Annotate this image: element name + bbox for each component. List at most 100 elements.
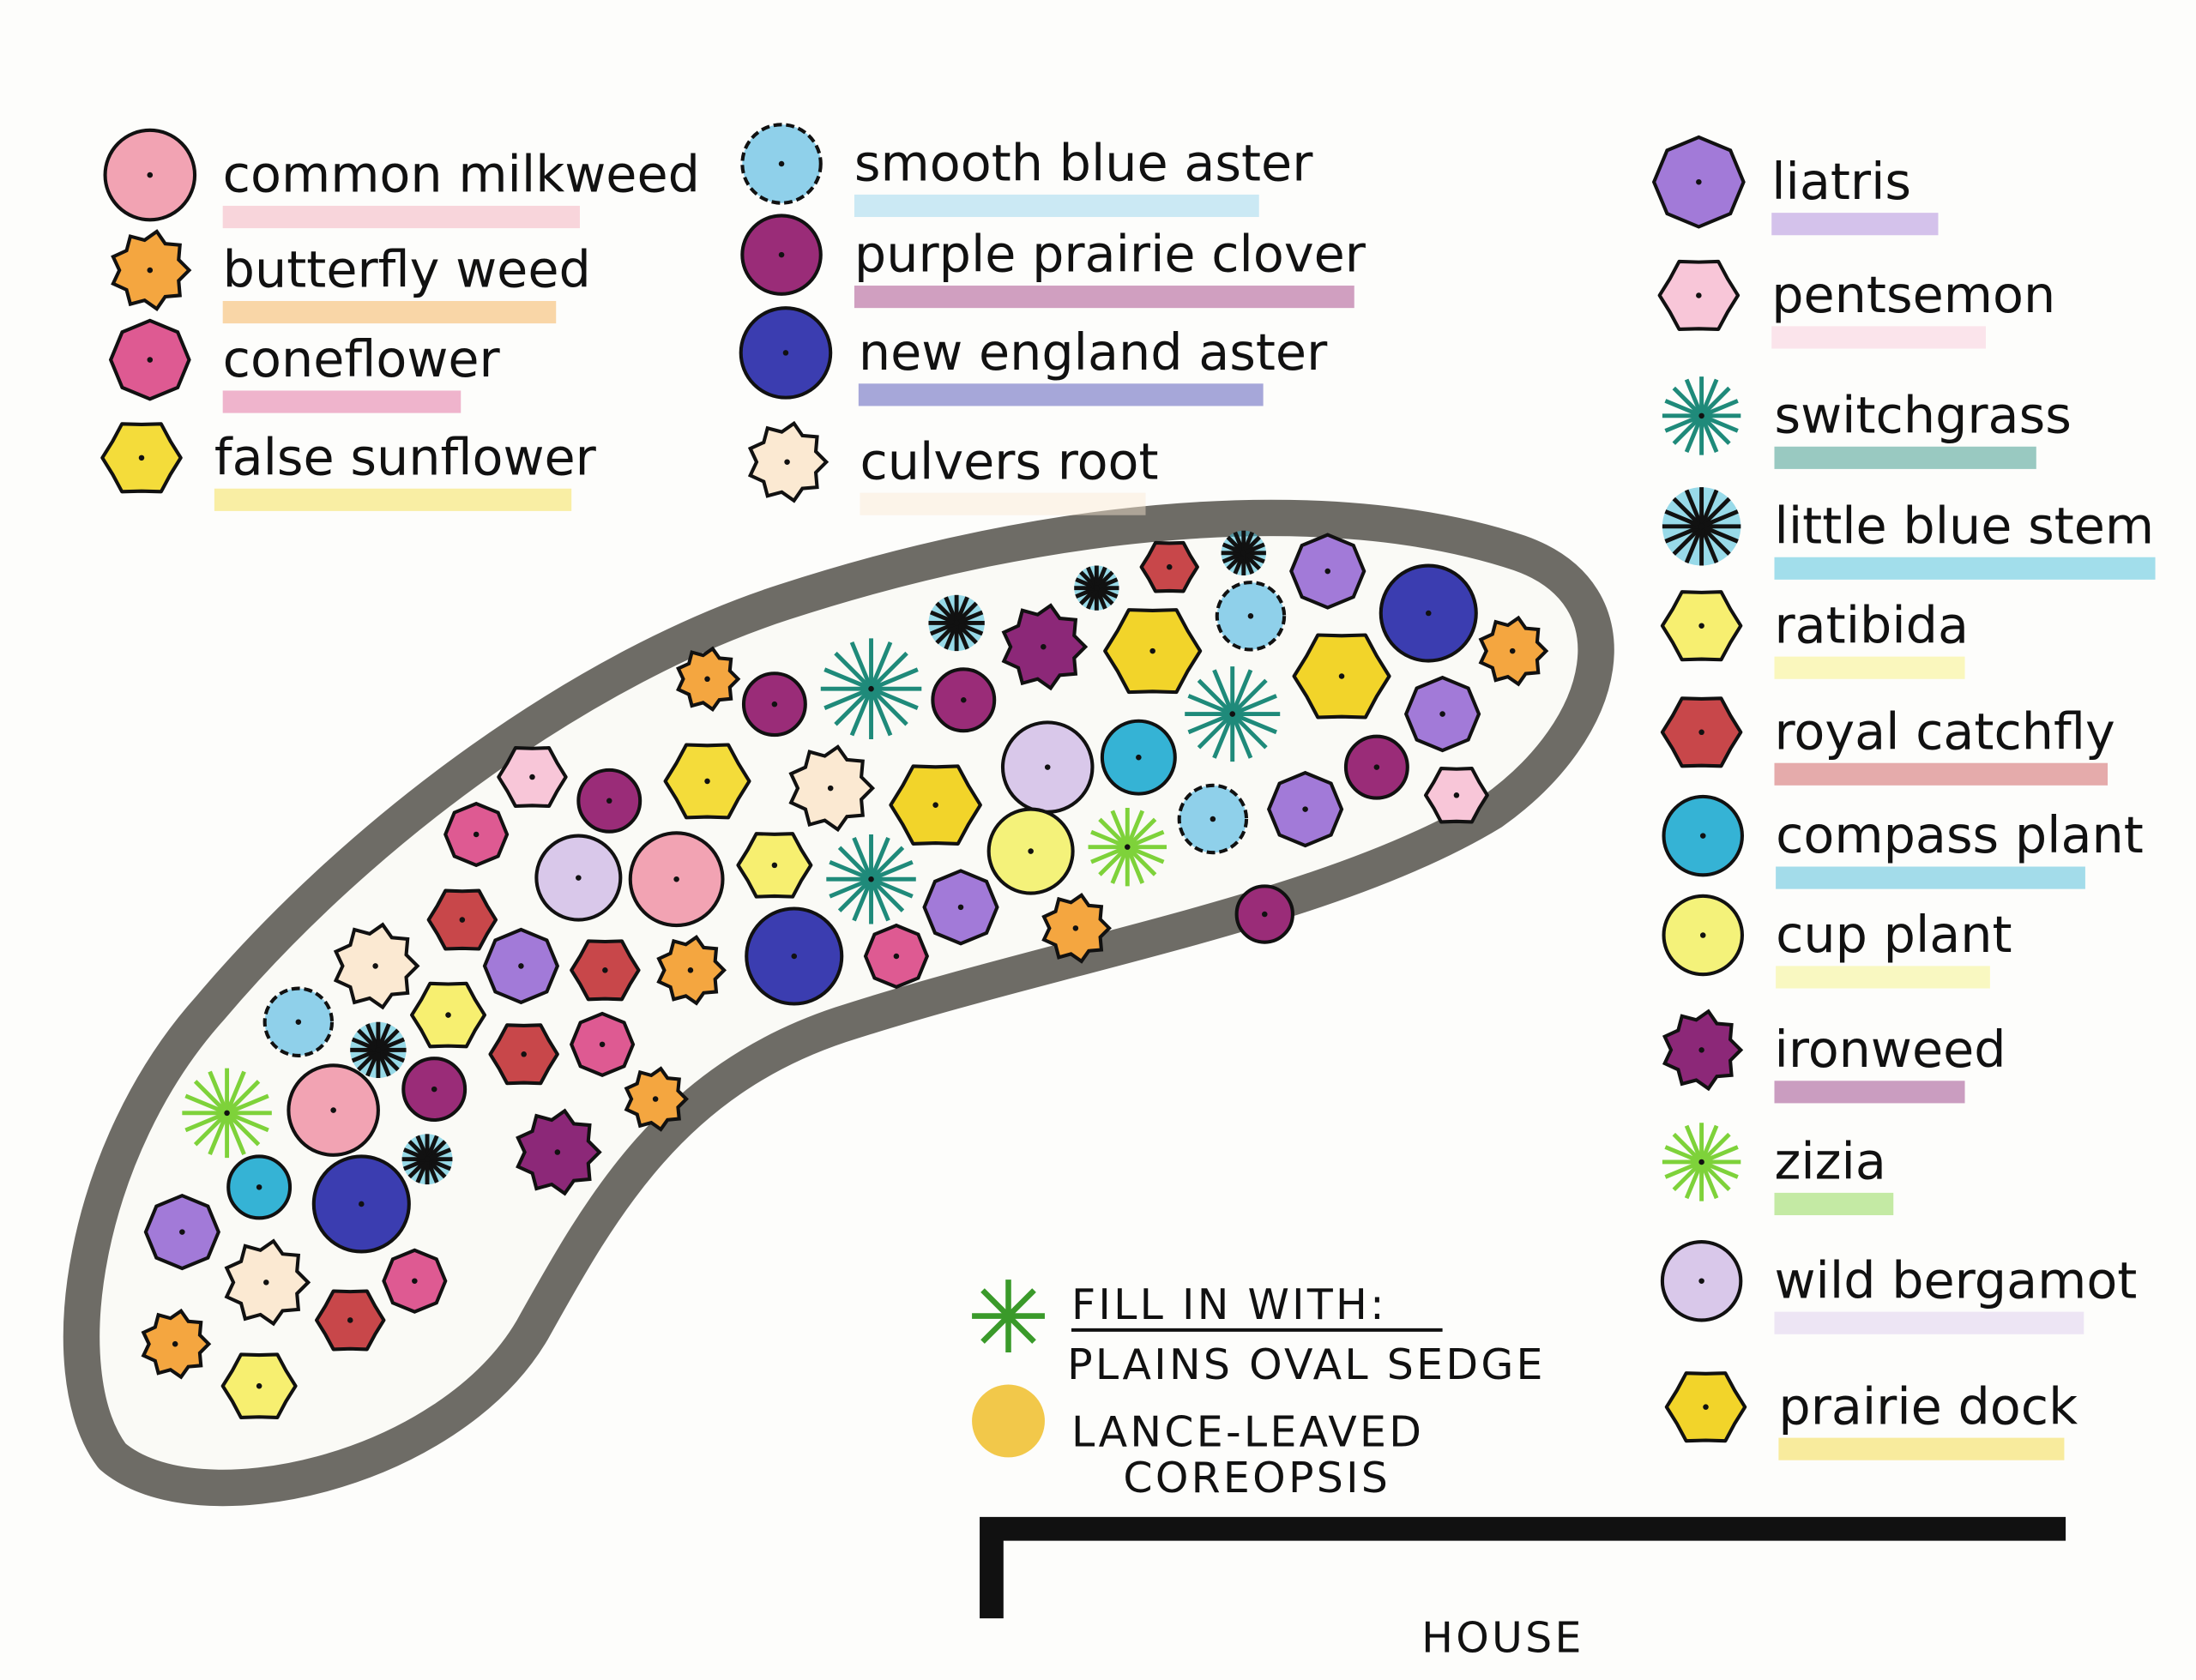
- switchgrass-label: switchgrass: [1774, 385, 2071, 444]
- plant-switchgrass: [826, 834, 916, 924]
- purple-prairie-clover-icon: [740, 214, 823, 296]
- new-england-aster-label: new england aster: [859, 322, 1328, 382]
- common-milkweed-label: common milkweed: [223, 145, 700, 204]
- plant-compass-plant: [1100, 719, 1177, 796]
- plant-royal-catchfly: [426, 888, 498, 951]
- butterfly-weed-icon: [111, 229, 192, 311]
- plant-royal-catchfly: [1139, 540, 1199, 593]
- plant-culvers-root: [333, 922, 420, 1010]
- plant-prairie-dock: [1292, 633, 1391, 720]
- plant-legend: common milkweed butterfly weed coneflower f…: [100, 123, 2156, 1460]
- plant-coneflower: [863, 923, 930, 990]
- legend-item-liatris: liatris: [1651, 135, 1939, 236]
- culvers-root-label: culvers root: [860, 431, 1158, 491]
- ratibida-icon: [1660, 590, 1743, 662]
- legend-item-zizia: zizia: [1662, 1123, 1894, 1216]
- plant-switchgrass: [1185, 666, 1281, 762]
- garden-bed: [63, 499, 1614, 1507]
- bed-border: [63, 499, 1614, 1507]
- plant-purple-prairie-clover: [741, 671, 807, 738]
- plant-ratibida: [220, 1352, 298, 1419]
- little-blue-stem-label: little blue stem: [1774, 496, 2154, 555]
- legend-item-butterfly-weed: butterfly weed: [111, 229, 591, 324]
- plant-pentsemon: [497, 746, 568, 809]
- coreopsis-label-line2: COREOPSIS: [1123, 1454, 1391, 1502]
- house-label: HOUSE: [1421, 1613, 1584, 1662]
- plant-common-milkweed: [628, 831, 725, 928]
- wild-bergamot-icon: [1660, 1239, 1743, 1322]
- liatris-label: liatris: [1771, 152, 1911, 211]
- coreopsis-label-line1: LANCE-LEAVED: [1071, 1407, 1424, 1456]
- purple-prairie-clover-label: purple prairie clover: [854, 225, 1366, 284]
- plant-royal-catchfly: [488, 1023, 559, 1086]
- prairie-dock-icon: [1664, 1371, 1747, 1443]
- plant-ironweed: [516, 1108, 602, 1196]
- pentsemon-label: pentsemon: [1771, 265, 2055, 324]
- legend-item-ironweed: ironweed: [1662, 1009, 2006, 1104]
- plant-common-milkweed: [287, 1063, 380, 1157]
- house-wall: HOUSE: [980, 1516, 2066, 1662]
- compass-plant-icon: [1662, 794, 1744, 877]
- plant-prairie-dock: [889, 764, 982, 846]
- liatris-icon: [1651, 135, 1746, 229]
- plant-liatris: [1403, 675, 1481, 753]
- legend-item-coneflower: coneflower: [108, 318, 501, 413]
- plant-royal-catchfly: [315, 1289, 386, 1352]
- royal-catchfly-icon: [1660, 696, 1743, 768]
- plant-little-blue-stem: [350, 1021, 407, 1079]
- plant-zizia: [1088, 807, 1167, 887]
- plant-smooth-blue-aster: [262, 986, 335, 1057]
- new-england-aster-icon: [739, 306, 833, 400]
- plant-butterfly-weed: [656, 934, 727, 1006]
- legend-item-smooth-blue-aster: smooth blue aster: [740, 123, 1313, 218]
- sedge-icon: [972, 1280, 1045, 1352]
- plant-coneflower: [382, 1248, 448, 1314]
- plant-smooth-blue-aster: [1215, 581, 1287, 652]
- plant-false-sunflower: [663, 743, 751, 820]
- plant-butterfly-weed: [1041, 892, 1112, 964]
- coneflower-icon: [108, 318, 191, 401]
- plant-coneflower: [569, 1011, 636, 1077]
- plant-coneflower: [443, 801, 510, 868]
- legend-item-royal-catchfly: royal catchfly: [1660, 696, 2115, 786]
- plant-zizia: [182, 1068, 272, 1159]
- legend-item-little-blue-stem: little blue stem: [1662, 487, 2156, 580]
- plant-ratibida: [410, 981, 487, 1049]
- plant-new-england-aster: [745, 906, 844, 1006]
- plant-butterfly-weed: [676, 646, 741, 713]
- plant-wild-bergamot: [534, 834, 623, 922]
- plant-purple-prairie-clover: [401, 1057, 468, 1123]
- plant-little-blue-stem: [1221, 530, 1266, 575]
- coreopsis-icon: [972, 1384, 1045, 1458]
- wild-bergamot-label: wild bergamot: [1774, 1250, 2137, 1310]
- coneflower-label: coneflower: [223, 329, 501, 388]
- smooth-blue-aster-icon: [740, 123, 823, 205]
- legend-item-culvers-root: culvers root: [747, 420, 1159, 515]
- plant-cup-plant: [986, 807, 1075, 895]
- ironweed-label: ironweed: [1774, 1020, 2006, 1079]
- legend-item-false-sunflower: false sunflower: [100, 422, 597, 511]
- butterfly-weed-label: butterfly weed: [223, 240, 591, 299]
- plant-purple-prairie-clover: [931, 667, 997, 733]
- plant-liatris: [1289, 533, 1366, 610]
- ratibida-label: ratibida: [1774, 595, 1968, 654]
- legend-item-pentsemon: pentsemon: [1657, 259, 2055, 349]
- plant-butterfly-weed: [141, 1308, 212, 1380]
- legend-item-compass-plant: compass plant: [1662, 794, 2144, 889]
- little-blue-stem-icon: [1662, 487, 1741, 566]
- false-sunflower-icon: [100, 422, 183, 494]
- legend-item-common-milkweed: common milkweed: [103, 128, 700, 229]
- royal-catchfly-label: royal catchfly: [1774, 702, 2115, 761]
- sedge-label: PLAINS OVAL SEDGE: [1067, 1340, 1546, 1389]
- plant-purple-prairie-clover: [576, 768, 643, 834]
- plant-liatris: [1266, 770, 1344, 848]
- plant-culvers-root: [224, 1238, 311, 1327]
- culvers-root-icon: [747, 420, 830, 503]
- plant-prairie-dock: [1103, 608, 1203, 695]
- fill-in-title: FILL IN WITH:: [1071, 1280, 1387, 1329]
- cup-plant-icon: [1662, 894, 1744, 977]
- bed-plants: [141, 530, 1549, 1419]
- plant-new-england-aster: [1379, 563, 1478, 663]
- legend-item-cup-plant: cup plant: [1662, 894, 2012, 989]
